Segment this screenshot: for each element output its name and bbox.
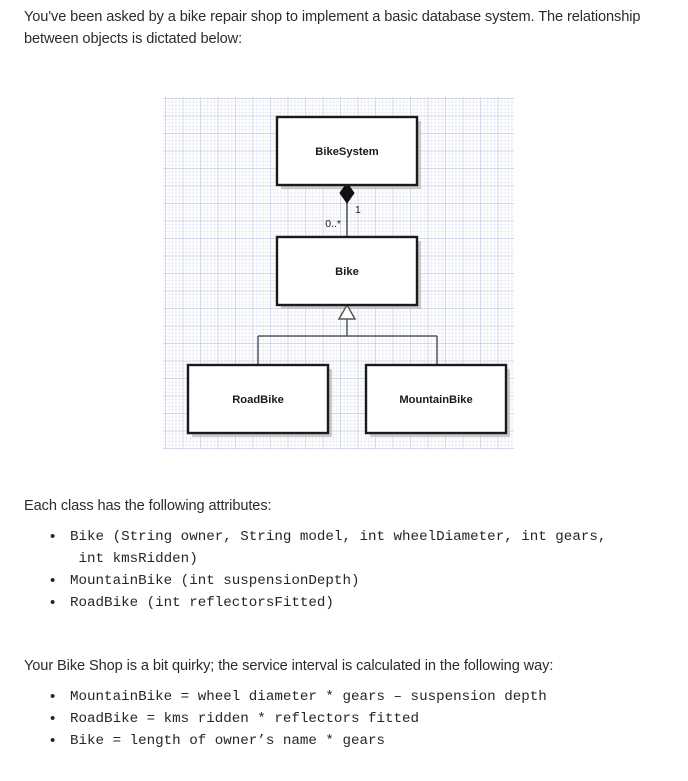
class-label-mountainbike: MountainBike (399, 394, 472, 406)
multiplicity-label-one: 1 (355, 204, 361, 216)
list-item: • RoadBike = kms ridden * reflectors fitt… (44, 708, 674, 730)
list-item-text: MountainBike (int suspensionDepth) (70, 573, 360, 589)
list-item: • MountainBike (int suspensionDepth) (44, 570, 674, 592)
bullet-icon: • (50, 528, 56, 545)
bullet-icon: • (50, 688, 56, 705)
multiplicity-label-zero-to-many: 0..* (325, 218, 341, 230)
list-item-text: Bike = length of owner’s name * gears (70, 733, 386, 749)
class-label-bike: Bike (335, 266, 359, 278)
list-item-text: Bike (String owner, String model, int wh… (70, 529, 607, 567)
list-item: • MountainBike = wheel diameter * gears –… (44, 686, 674, 708)
composition-diamond-icon (339, 182, 355, 204)
list-item-text: RoadBike = kms ridden * reflectors fitte… (70, 711, 420, 727)
uml-diagram-svg: BikeSystem Bike RoadBike MountainBike 1 … (186, 115, 510, 437)
list-item-text: RoadBike (int reflectorsFitted) (70, 595, 334, 611)
class-box-roadbike[interactable] (186, 363, 330, 435)
attributes-heading: Each class has the following attributes: (24, 498, 272, 514)
list-item: • Bike = length of owner’s name * gears (44, 730, 674, 752)
list-item-text: MountainBike = wheel diameter * gears – … (70, 689, 547, 705)
bullet-icon: • (50, 732, 56, 749)
intro-paragraph: You've been asked by a bike repair shop … (24, 9, 641, 47)
service-interval-list: • MountainBike = wheel diameter * gears –… (44, 686, 674, 752)
list-item: • RoadBike (int reflectorsFitted) (44, 592, 674, 614)
bullet-icon: • (50, 710, 56, 727)
class-box-bikesystem[interactable] (275, 115, 419, 187)
class-box-bike[interactable] (275, 235, 419, 307)
attributes-list: • Bike (String owner, String model, int w… (44, 526, 674, 614)
list-item: • Bike (String owner, String model, int w… (44, 526, 674, 570)
bullet-icon: • (50, 594, 56, 611)
class-box-mountainbike[interactable] (364, 363, 508, 435)
class-label-bikesystem: BikeSystem (315, 146, 378, 158)
uml-class-diagram: BikeSystem Bike RoadBike MountainBike 1 … (163, 97, 514, 449)
class-label-roadbike: RoadBike (232, 394, 284, 406)
bullet-icon: • (50, 572, 56, 589)
service-interval-heading: Your Bike Shop is a bit quirky; the serv… (24, 658, 554, 674)
